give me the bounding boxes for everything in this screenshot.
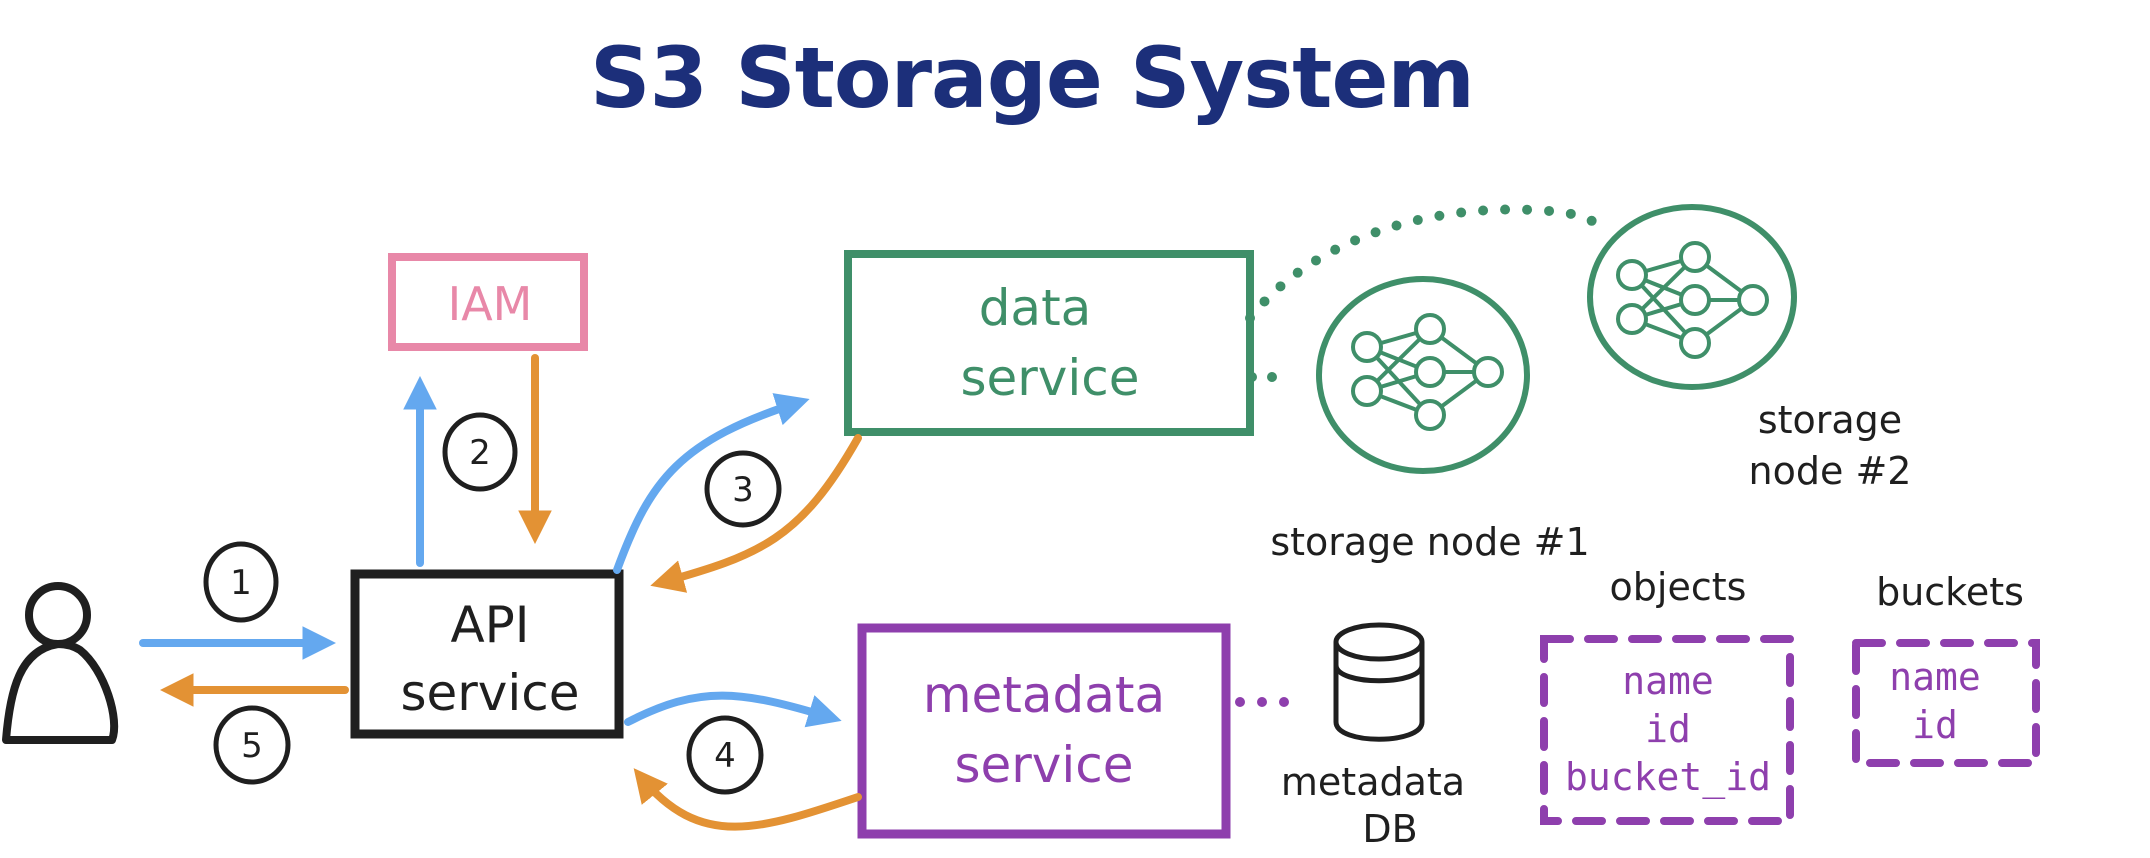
step-badge-2-number: 2 [469,433,491,473]
storage-node-1 [1316,276,1530,474]
step-badge-3-number: 3 [732,470,754,510]
step-badge-1: 1 [203,541,279,623]
network-node [1414,313,1446,345]
network-node [1616,259,1648,291]
objects-field: bucket_id [1565,755,1771,800]
network-node [1472,356,1504,388]
metadata-service-box: metadata service [857,623,1231,839]
buckets-field: name [1889,655,1981,699]
network-icon [1616,241,1769,359]
objects-table: objects name id bucket_id [1540,565,1794,825]
storage-node-2-label-line2: node #2 [1749,449,1912,493]
network-node [1679,284,1711,316]
user-icon [2,582,119,744]
objects-field: name [1622,659,1714,703]
step-4-request-arrow [624,691,842,728]
diagram-title: S3 Storage System [590,29,1474,127]
step-badge-4: 4 [686,715,764,795]
step-badge-3: 3 [704,450,782,528]
storage-node-1-label: storage node #1 [1270,520,1589,564]
step-badge-2: 2 [442,412,518,492]
step-badge-5-number: 5 [241,726,263,766]
buckets-field: id [1912,703,1958,747]
api-service-box: API service [350,569,624,739]
api-service-label-line2: service [400,664,579,722]
metadata-service-label-line2: service [954,736,1133,794]
step-3-response-arrow [650,434,862,593]
data-to-node2-connector [1245,204,1613,323]
network-node [1351,375,1383,407]
database-icon [1333,622,1425,742]
data-service-label-line2: service [960,349,1139,407]
data-service-box: data service [844,250,1254,436]
step-4-response-arrow [633,768,862,831]
step-3-request-arrow [613,393,810,574]
network-node [1679,241,1711,273]
api-service-label-line1: API [450,596,529,654]
iam-label: IAM [448,277,533,331]
iam-box: IAM [388,253,588,351]
network-node [1351,331,1383,363]
network-icon [1351,313,1504,431]
buckets-table: buckets name id [1852,570,2040,767]
network-node [1679,327,1711,359]
step-badge-4-number: 4 [714,736,736,776]
storage-node-2-label-line1: storage [1758,398,1902,442]
storage-node-2 [1587,204,1797,390]
network-node [1737,284,1769,316]
network-node [1414,399,1446,431]
network-node [1616,303,1648,335]
network-node [1414,356,1446,388]
metadata-db-label-line2: DB [1362,807,1417,851]
objects-field: id [1645,707,1691,751]
metadata-service-label-line1: metadata [923,666,1165,724]
data-service-label-line1: data [979,279,1092,337]
buckets-table-title: buckets [1876,570,2024,614]
step-badge-5: 5 [213,705,291,785]
objects-table-title: objects [1610,565,1747,609]
metadata-db-label-line1: metadata [1281,760,1465,804]
step-badge-1-number: 1 [230,563,252,603]
